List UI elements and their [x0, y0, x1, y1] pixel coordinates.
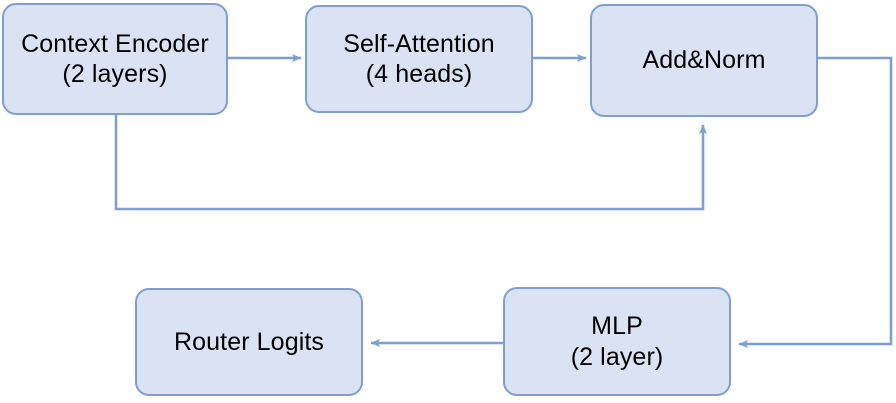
node-context-encoder-label-line1: Context Encoder	[21, 29, 209, 58]
node-context-encoder[interactable]: Context Encoder (2 layers)	[2, 3, 228, 115]
edge-encoder-residual-to-addnorm	[114, 115, 707, 211]
node-self-attention-label-line2: (4 heads)	[365, 60, 473, 88]
node-add-norm[interactable]: Add&Norm	[590, 4, 818, 117]
node-mlp-label-line2: (2 layer)	[570, 342, 664, 371]
node-self-attention-label-line1: Self-Attention	[343, 29, 495, 58]
node-mlp-label-line1: MLP	[591, 312, 643, 340]
node-self-attention[interactable]: Self-Attention (4 heads)	[305, 5, 533, 113]
node-context-encoder-label-line2: (2 layers)	[62, 60, 168, 88]
node-add-norm-label-line1: Add&Norm	[642, 46, 766, 75]
node-mlp[interactable]: MLP (2 layer)	[503, 287, 731, 396]
node-router-logits-label-line1: Router Logits	[174, 327, 324, 356]
node-router-logits[interactable]: Router Logits	[135, 288, 363, 396]
